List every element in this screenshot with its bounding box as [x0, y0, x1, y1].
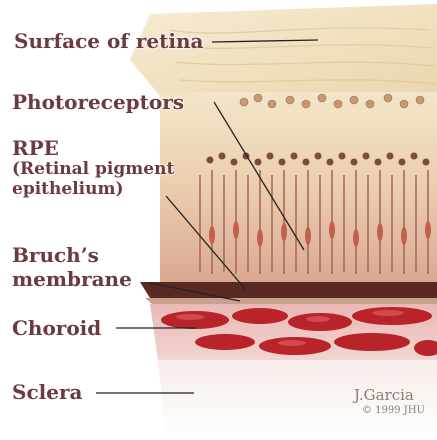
surface-of-retina-label: Surface of retina — [14, 30, 203, 52]
copyright-note: © 1999 JHU — [362, 405, 425, 416]
artist-signature: J.Garcia — [354, 386, 414, 404]
sclera-label: Sclera — [12, 381, 82, 403]
rpe-full-name-line-1: (Retinal pigment — [12, 160, 174, 178]
bruchs-membrane-label-line-2: membrane — [12, 268, 132, 290]
rpe-full-name-line-2: epithelium) — [12, 180, 124, 198]
rpe-label: RPE — [12, 137, 59, 159]
bruchs-membrane-label-line-1: Bruch’s — [12, 244, 99, 266]
photoreceptors-label: Photoreceptors — [12, 91, 184, 113]
choroid-label: Choroid — [12, 317, 101, 339]
photoreceptor-layer — [160, 92, 437, 290]
bruchs-membrane-layer — [145, 298, 437, 304]
